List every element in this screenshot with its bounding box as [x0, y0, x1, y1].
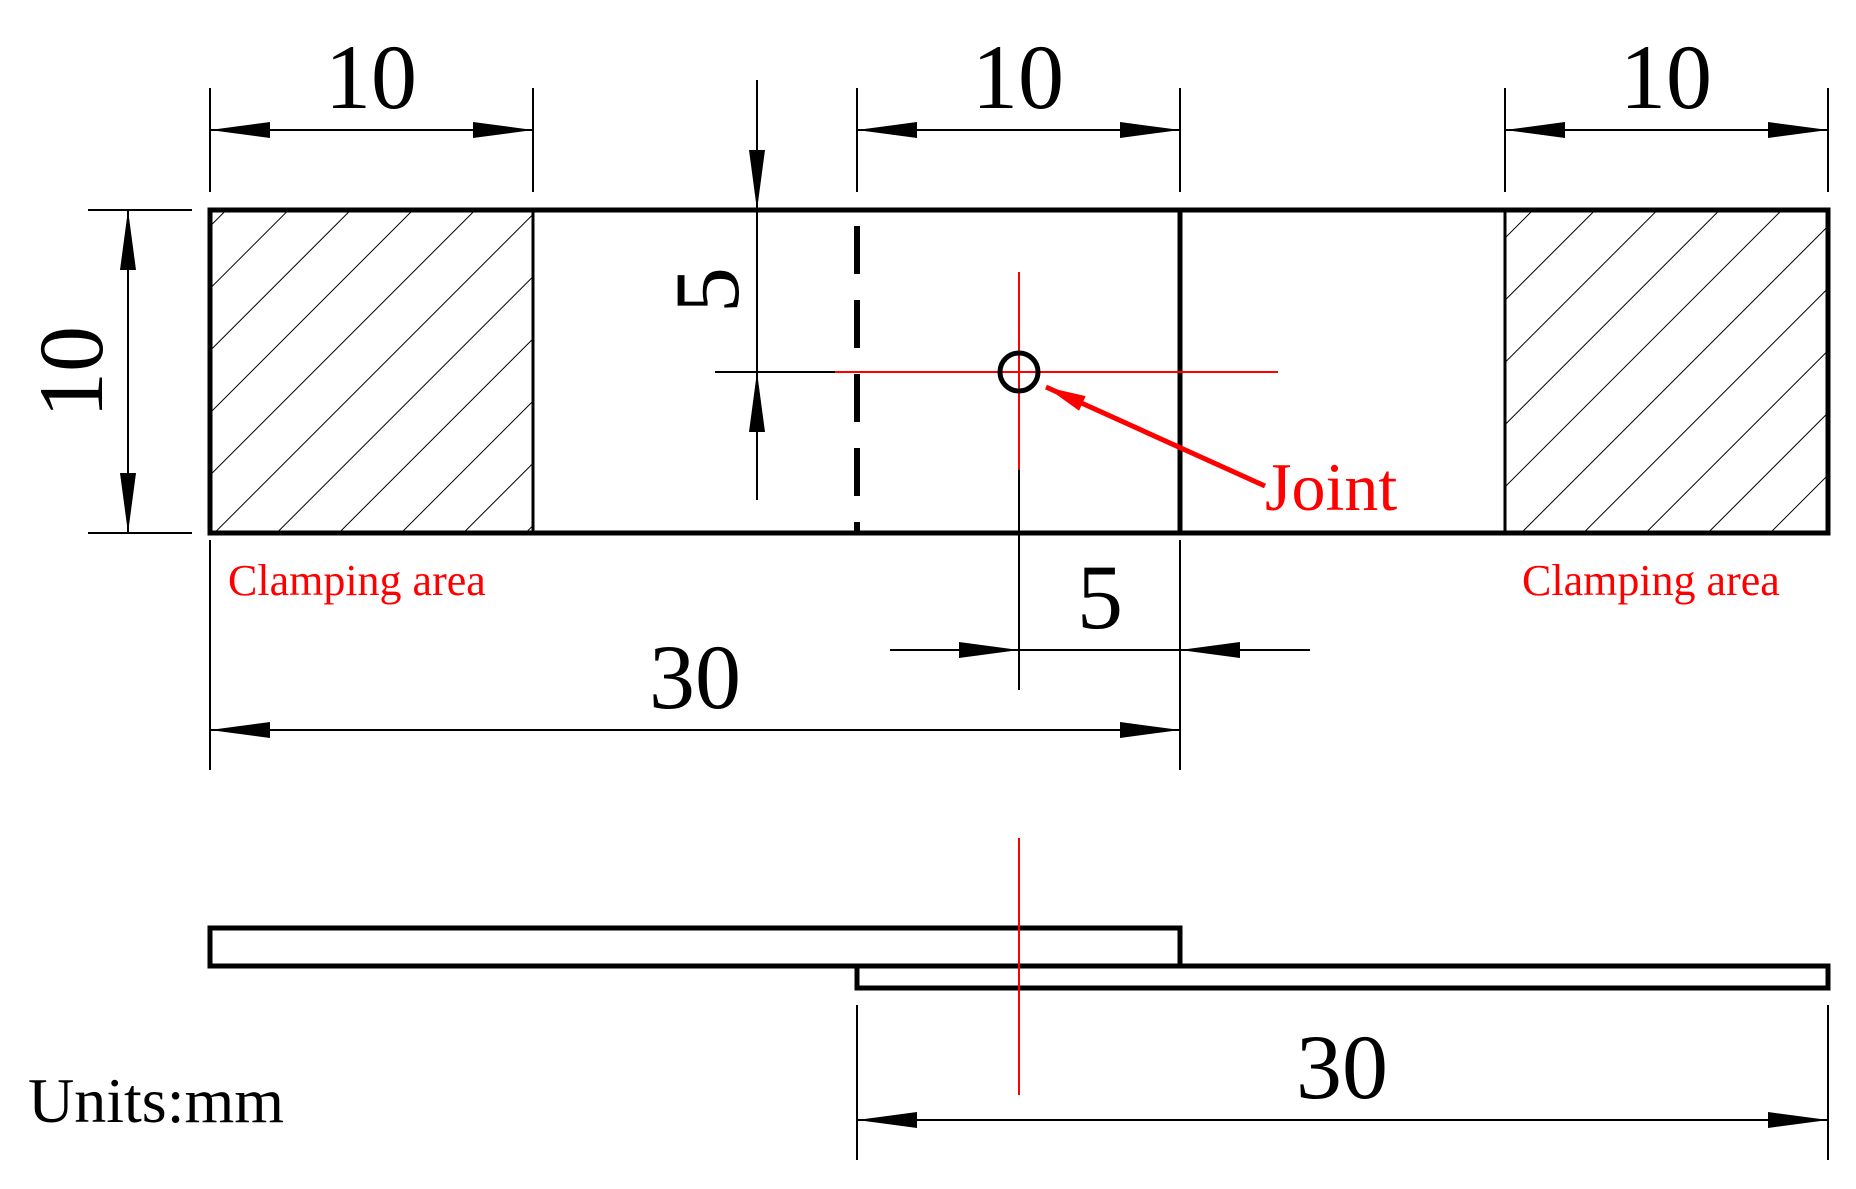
lower-sheet-side — [854, 963, 1831, 991]
left-clamp-hatch — [210, 210, 533, 533]
right-clamp-hatch — [1505, 210, 1828, 533]
joint-circle — [997, 350, 1041, 394]
dim-top-right: 10 — [1620, 26, 1712, 128]
side-view — [207, 838, 1831, 1095]
dimension-values-top: 10 10 10 10 5 5 30 — [20, 26, 1712, 728]
dim-top-middle: 10 — [972, 26, 1064, 128]
right-clamping-label: Clamping area — [1522, 556, 1780, 605]
dimensions-top — [88, 80, 1829, 770]
dim-joint-vertical-offset: 5 — [656, 267, 758, 313]
dim-lower-sheet-length: 30 — [1296, 1016, 1388, 1118]
dimensions-side — [856, 1005, 1829, 1160]
units-note: Units:mm — [28, 1065, 284, 1136]
dim-left-height: 10 — [20, 326, 122, 418]
top-view: Joint Clamping area Clamping area — [207, 207, 1831, 605]
left-clamping-label: Clamping area — [228, 556, 486, 605]
dim-top-left: 10 — [325, 26, 417, 128]
joint-label: Joint — [1265, 449, 1397, 525]
upper-sheet-side — [207, 925, 1183, 969]
dim-joint-horizontal-offset: 5 — [1077, 546, 1123, 648]
joint-leader-arrow — [1044, 384, 1267, 489]
dim-upper-sheet-length: 30 — [649, 626, 741, 728]
